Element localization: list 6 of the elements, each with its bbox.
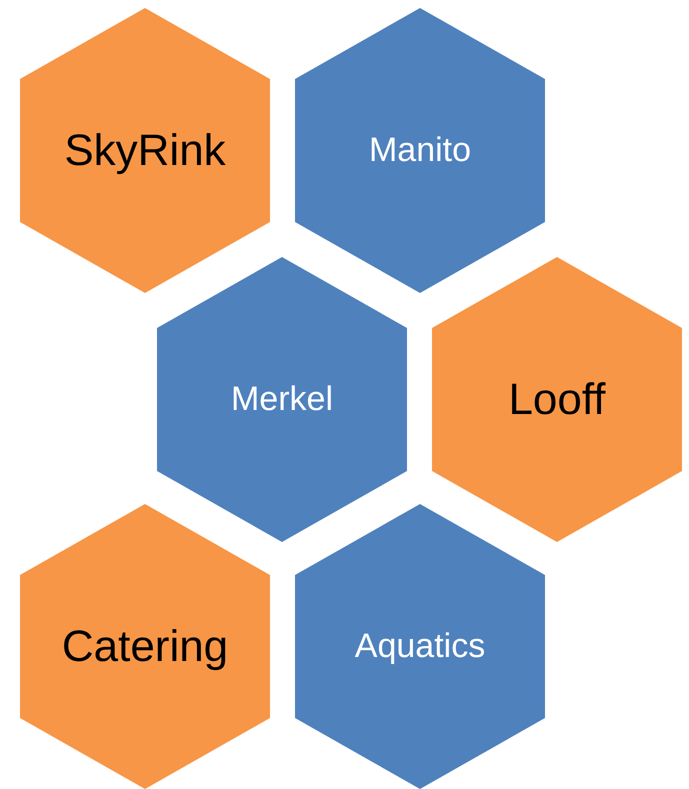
hexagon-label: Aquatics <box>354 626 486 667</box>
hexagon-label: Manito <box>368 130 472 171</box>
hexagon-label: Catering <box>62 620 228 672</box>
hexagon-label: SkyRink <box>64 124 226 176</box>
hexagon-label: Looff <box>508 374 606 426</box>
hexagon-label: Merkel <box>230 379 334 420</box>
